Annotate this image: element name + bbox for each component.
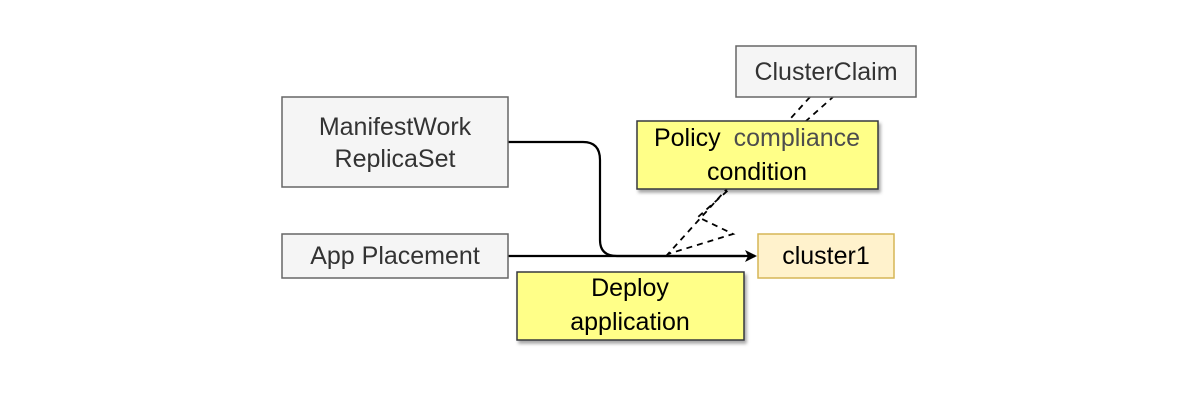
deploy-label-line1: Deploy xyxy=(591,274,669,302)
policy-label-line1: Policy compliance xyxy=(654,124,860,152)
policy-compliance-note[interactable]: Policy compliance condition xyxy=(636,120,879,190)
policy-label-line2: condition xyxy=(707,158,807,186)
app-placement-node[interactable]: App Placement xyxy=(281,233,509,279)
cluster1-node[interactable]: cluster1 xyxy=(757,233,895,279)
deploy-application-note[interactable]: Deploy application xyxy=(516,271,745,341)
cluster1-label: cluster1 xyxy=(782,242,870,270)
clusterclaim-node[interactable]: ClusterClaim xyxy=(735,45,917,98)
policy-word: Policy xyxy=(654,124,721,152)
manifestwork-replicaset-node[interactable]: ManifestWork ReplicaSet xyxy=(281,96,509,188)
app-placement-label: App Placement xyxy=(310,242,480,270)
manifestwork-label-line1: ManifestWork xyxy=(319,113,472,141)
compliance-word: compliance xyxy=(734,124,860,152)
manifestwork-label-line2: ReplicaSet xyxy=(335,145,456,173)
clusterclaim-label: ClusterClaim xyxy=(754,58,897,86)
deploy-label-line2: application xyxy=(570,308,690,336)
